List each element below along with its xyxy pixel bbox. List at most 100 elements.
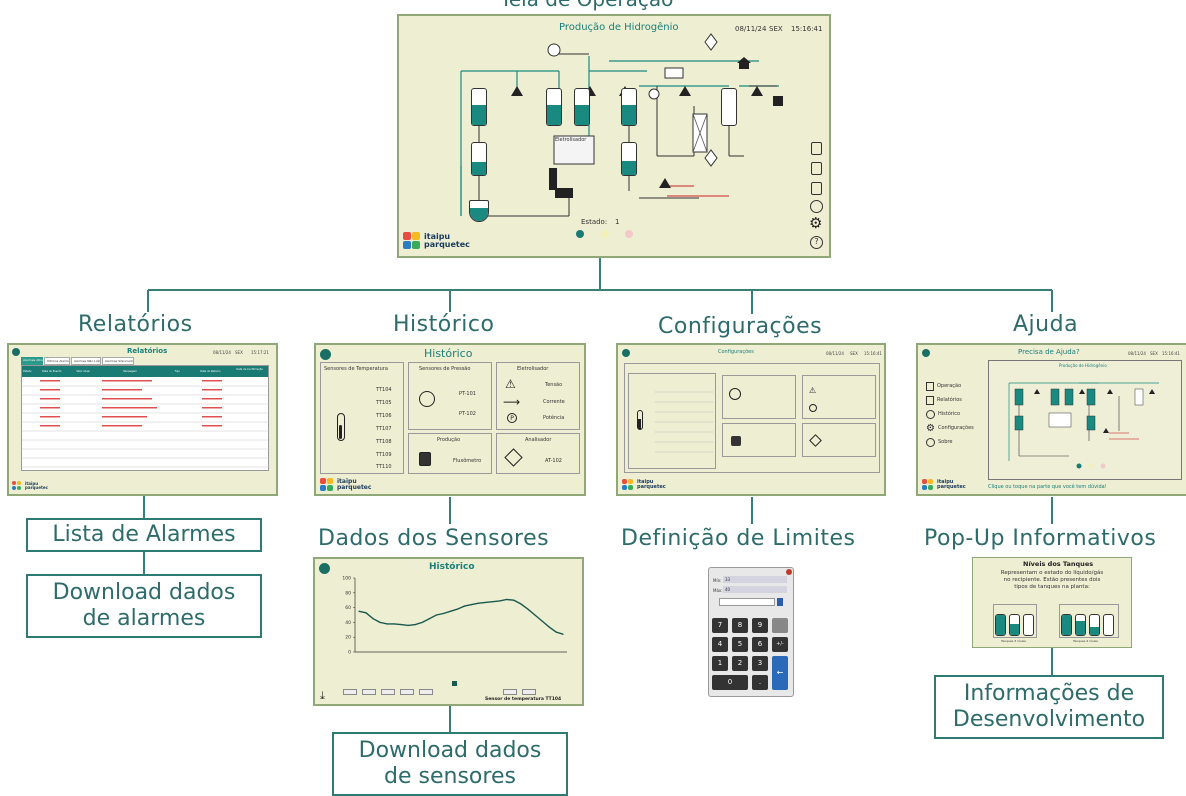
- chart-control-button[interactable]: [503, 689, 517, 695]
- calc-key[interactable]: 8: [732, 618, 748, 633]
- close-icon[interactable]: [319, 563, 330, 574]
- close-icon[interactable]: [12, 348, 20, 356]
- electrolyzer-label: Eletrolisador: [555, 137, 587, 143]
- press-sensor[interactable]: PT-102: [459, 411, 476, 417]
- state-label: Estado:: [581, 218, 608, 226]
- popup-text: Representam o estado do líquido/gás no r…: [973, 570, 1131, 591]
- chart-point: [555, 631, 557, 633]
- calc-key[interactable]: 5: [732, 637, 748, 652]
- calc-key[interactable]: 7: [712, 618, 728, 633]
- box-lista-alarmes: Lista de Alarmes: [26, 518, 262, 552]
- tab-ultimos-alarmes[interactable]: Últimos Alarmes: [44, 357, 70, 365]
- menu-item-historico[interactable]: Histórico: [938, 411, 961, 417]
- calc-enter-key[interactable]: ←: [772, 656, 788, 690]
- calc-key[interactable]: .: [752, 675, 768, 690]
- menu-item-operacao[interactable]: Operação: [937, 383, 962, 389]
- chart-point: [477, 602, 480, 604]
- warning-icon: ⚠: [505, 377, 516, 391]
- tank-icon: [621, 88, 637, 126]
- label-dados-sensores: Dados dos Sensores: [318, 526, 550, 551]
- temp-sensor[interactable]: TT108: [376, 439, 392, 445]
- tank-icon: [546, 88, 562, 126]
- report-icon[interactable]: [811, 142, 822, 155]
- chart-series-line: [358, 598, 564, 635]
- tab-alarmes-ativos[interactable]: Alarmes Ativos: [21, 357, 43, 365]
- analyzer-panel-title: Analisador: [525, 437, 552, 443]
- historico-title: Histórico: [424, 347, 473, 360]
- analyzer-item[interactable]: AT-102: [545, 458, 562, 464]
- calc-key[interactable]: 6: [752, 637, 768, 652]
- chart-point: [499, 600, 501, 602]
- chart-control-button[interactable]: [400, 689, 414, 695]
- close-icon[interactable]: [622, 349, 630, 357]
- calc-min-field[interactable]: [723, 576, 787, 583]
- calc-key[interactable]: 9: [752, 618, 768, 633]
- calc-plusminus-key[interactable]: +/-: [772, 637, 788, 652]
- chart-control-button[interactable]: [419, 689, 433, 695]
- chart-control-button[interactable]: [522, 689, 536, 695]
- calc-key[interactable]: 0: [712, 675, 748, 690]
- calc-key[interactable]: 1: [712, 656, 728, 671]
- close-icon[interactable]: [786, 569, 792, 575]
- temp-sensor[interactable]: TT110: [376, 464, 392, 470]
- menu-item-sobre[interactable]: Sobre: [938, 439, 953, 445]
- popup-text-line2: no recipiente. Estão presentes dois: [1003, 577, 1101, 583]
- download-icon[interactable]: ⤓: [320, 689, 325, 702]
- tank-icon: [621, 142, 637, 176]
- power-icon: [809, 404, 817, 412]
- chart-point: [463, 605, 466, 607]
- help-icon[interactable]: ?: [810, 236, 823, 249]
- power-icon: P: [507, 413, 517, 423]
- gauge-icon: [419, 391, 435, 407]
- close-icon[interactable]: [320, 349, 331, 360]
- box-download-alarmes-line1: Download dados: [52, 579, 236, 605]
- flowmeter-icon: [731, 436, 741, 446]
- chart-control-button[interactable]: [362, 689, 376, 695]
- edit-icon[interactable]: [811, 162, 822, 175]
- popup-title: Níveis dos Tanques: [1023, 560, 1094, 568]
- calc-display[interactable]: [719, 598, 775, 606]
- calc-key[interactable]: 4: [712, 637, 728, 652]
- document-icon[interactable]: [811, 182, 822, 195]
- elec-item[interactable]: Corrente: [543, 399, 565, 405]
- prod-item[interactable]: Fluxômetro: [453, 458, 482, 464]
- elec-item[interactable]: Tensão: [545, 382, 563, 388]
- col-valor: Valor Atual: [76, 370, 90, 373]
- press-sensor[interactable]: PT-101: [459, 391, 476, 397]
- chart-control-button[interactable]: [343, 689, 357, 695]
- temp-sensor[interactable]: TT109: [376, 452, 392, 458]
- press-panel: Sensores de Pressão PT-101 PT-102: [408, 362, 492, 430]
- chart-y-tick-label: 40: [345, 620, 351, 626]
- calc-max-field[interactable]: [723, 586, 787, 593]
- close-icon[interactable]: [922, 349, 930, 357]
- calc-clear-key[interactable]: [772, 618, 788, 633]
- temp-sensor[interactable]: TT104: [376, 387, 392, 393]
- chart-point: [513, 599, 515, 601]
- history-icon[interactable]: [810, 200, 823, 213]
- col-mensagem: Mensagem: [123, 370, 137, 373]
- chart-y-tick-label: 60: [345, 605, 351, 611]
- menu-item-relatorios[interactable]: Relatórios: [937, 397, 962, 403]
- calc-backspace-key[interactable]: [777, 598, 783, 606]
- tab-nao-lidos[interactable]: Alarmes Não Lidos: [71, 357, 101, 365]
- gear-icon[interactable]: ⚙: [809, 214, 823, 232]
- chart-control-button[interactable]: [381, 689, 395, 695]
- state-indicator: [601, 230, 609, 238]
- temp-sensor[interactable]: TT106: [376, 413, 392, 419]
- temp-sensor[interactable]: TT107: [376, 426, 392, 432]
- calc-key[interactable]: 3: [752, 656, 768, 671]
- temp-sensor[interactable]: TT105: [376, 400, 392, 406]
- box-info-dev-line2: Desenvolvimento: [952, 707, 1146, 732]
- menu-item-configuracoes[interactable]: Configurações: [937, 425, 974, 431]
- box-info-dev: Informações de Desenvolvimento: [934, 675, 1164, 739]
- tab-silenciados[interactable]: Alarmes Silenciados: [102, 357, 134, 365]
- elec-item[interactable]: Potência: [543, 415, 565, 421]
- logo-text-parquetec: parquetec: [637, 484, 666, 490]
- chart-point: [562, 633, 564, 635]
- config-panel: [624, 363, 880, 473]
- calc-key[interactable]: 2: [732, 656, 748, 671]
- ajuda-title: Precisa de Ajuda?: [1018, 348, 1080, 356]
- popup-screen: Níveis dos Tanques Representam o estado …: [972, 557, 1132, 648]
